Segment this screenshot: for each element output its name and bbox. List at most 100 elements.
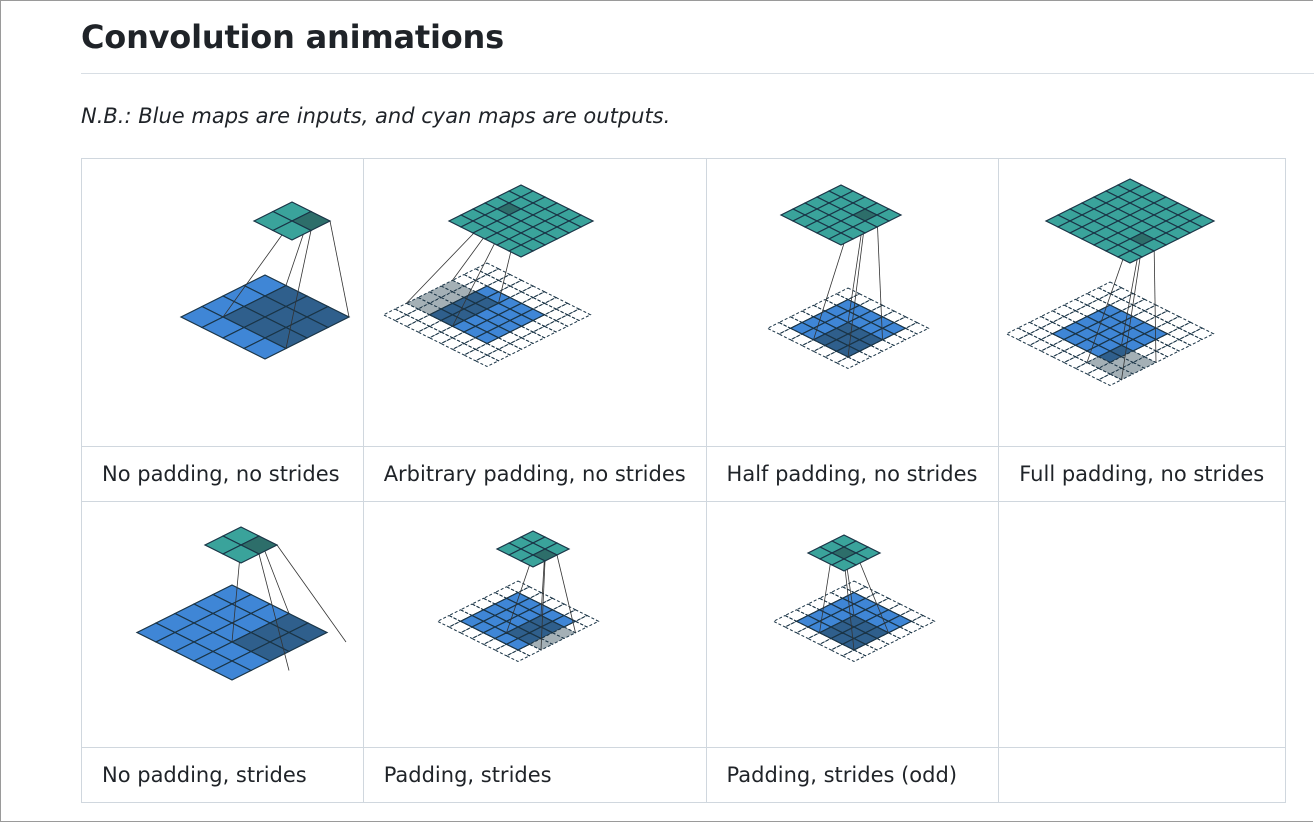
padding-cell [473, 273, 500, 287]
padding-cell [450, 342, 477, 356]
padding-cell [1017, 333, 1043, 346]
padding-cell [485, 348, 511, 362]
kernel-projection-line [819, 552, 833, 633]
padding-cell [830, 643, 856, 657]
padding-cell [1063, 356, 1089, 369]
padding-cell [462, 348, 488, 362]
output-cell [1116, 250, 1144, 264]
padding-cell [1005, 327, 1031, 341]
kernel-projection-line [505, 554, 533, 633]
empty-caption [998, 747, 1286, 803]
title-divider [81, 73, 1314, 74]
padding-cell [416, 325, 442, 339]
padding-cell [1132, 298, 1158, 312]
padding-cell [508, 337, 534, 350]
padding-cell [504, 580, 531, 594]
animation-caption: Padding, strides [362, 747, 707, 803]
animation-caption: Half padding, no strides [705, 446, 1000, 502]
padding-cell [1051, 350, 1077, 364]
input-cell [212, 660, 253, 681]
padding-cell [1166, 327, 1192, 341]
animation-cell [998, 158, 1286, 447]
padding-cell [1097, 292, 1123, 306]
padding-cell [801, 339, 827, 352]
padding-cell [1086, 287, 1112, 300]
padding-cell [1028, 338, 1054, 352]
output-cell [831, 558, 858, 572]
padding-cell [1155, 344, 1181, 358]
kernel-projection-line [847, 220, 866, 358]
padding-cell [447, 620, 473, 634]
padding-cell [1074, 361, 1100, 375]
animation-cell [81, 158, 364, 447]
kernel-projection-line [277, 544, 347, 643]
conv-half-padding-no-strides-diagram[interactable] [707, 159, 997, 446]
kernel-projection-line [843, 558, 855, 651]
conv-padding-strides-odd-diagram[interactable] [707, 502, 997, 747]
padding-cell [807, 632, 833, 645]
animation-cell [362, 501, 707, 748]
conv-padding-strides-diagram[interactable] [365, 502, 705, 747]
animation-caption: Arbitrary padding, no strides [362, 446, 707, 502]
padding-cell [1189, 327, 1215, 341]
padding-cell [519, 285, 546, 299]
output-cell [272, 220, 313, 241]
padding-cell [542, 319, 569, 333]
conv-full-padding-no-strides-diagram[interactable] [1000, 159, 1284, 446]
kernel-projection-line [1121, 244, 1143, 380]
conv-no-padding-no-strides-diagram[interactable] [82, 159, 362, 446]
animation-cell [81, 501, 364, 748]
animation-cell [705, 158, 1000, 447]
padding-cell [1040, 344, 1066, 358]
padding-cell [565, 308, 592, 322]
padding-cell [554, 314, 580, 327]
conv-no-padding-strides-diagram[interactable] [82, 502, 362, 747]
padding-cell [1109, 287, 1135, 300]
padding-cell [458, 626, 485, 640]
padding-cell [1086, 367, 1112, 381]
animations-row-captions-2: No padding, strides Padding, strides Pad… [81, 747, 1286, 803]
animations-row-images-2 [81, 501, 1286, 748]
padding-cell [1028, 327, 1054, 341]
output-cell [519, 554, 546, 568]
padding-cell [795, 626, 822, 640]
padding-cell [841, 649, 868, 663]
kernel-projection-line [540, 560, 546, 651]
kernel-projection-line [856, 552, 890, 633]
kernel-projection-line [329, 220, 350, 318]
kernel-projection-line [556, 554, 576, 633]
padding-cell [1166, 315, 1192, 329]
padding-cell [531, 325, 557, 339]
padding-cell [427, 331, 454, 345]
padding-cell [812, 344, 839, 358]
padding-cell [554, 302, 580, 316]
output-cell [828, 232, 855, 246]
padding-cell [496, 273, 523, 287]
input-cell [243, 337, 288, 360]
padding-cell [508, 279, 534, 293]
padding-cell [910, 614, 937, 628]
empty-cell [998, 501, 1286, 748]
padding-cell [904, 321, 931, 335]
padding-cell [542, 308, 569, 322]
padding-cell [493, 643, 519, 657]
conv-arbitrary-padding-no-strides-diagram[interactable] [365, 159, 705, 446]
animations-row-images-1 [81, 158, 1286, 447]
padding-cell [784, 620, 810, 634]
padding-cell [439, 337, 465, 350]
padding-cell [496, 342, 523, 356]
padding-cell [1017, 321, 1043, 335]
animations-table: No padding, no strides Arbitrary padding… [81, 158, 1286, 803]
padding-cell [841, 580, 868, 594]
page-title: Convolution animations [81, 18, 504, 56]
padding-cell [772, 614, 799, 628]
animation-cell [705, 501, 1000, 748]
padding-cell [531, 291, 557, 304]
output-cell [507, 244, 534, 258]
padding-cell [1097, 281, 1123, 295]
padding-cell [789, 333, 816, 347]
padding-cell [542, 296, 569, 310]
kernel-projection-line [258, 553, 290, 671]
padding-cell [1040, 310, 1066, 323]
padding-cell [504, 649, 531, 663]
